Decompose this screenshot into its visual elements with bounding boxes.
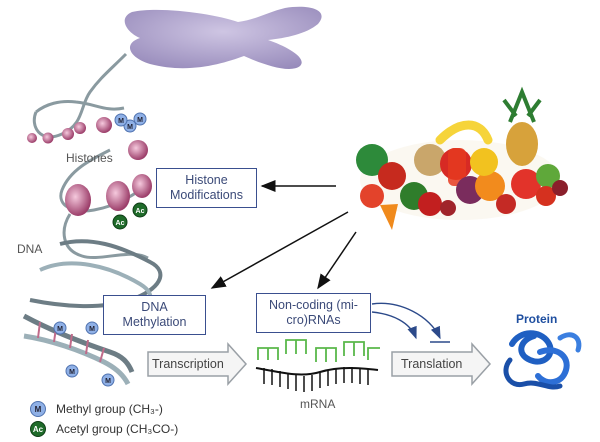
dna-methylation-line2: Methylation <box>122 315 187 329</box>
dna-label: DNA <box>17 242 43 256</box>
legend-methyl: M Methyl group (CH₃-) <box>30 401 163 417</box>
histones-label: Histones <box>66 151 113 165</box>
dna-linker <box>62 213 149 260</box>
translation-arrow-shape <box>391 342 492 386</box>
fruits-vegetables-image <box>356 86 568 230</box>
noncoding-rnas-box: Non-coding (mi- cro)RNAs <box>256 293 371 333</box>
protein-label: Protein <box>516 312 558 326</box>
nucleosome-row <box>27 117 148 160</box>
transcription-arrow-shape <box>147 342 248 386</box>
histone-modifications-line1: Histone <box>185 173 228 187</box>
chromosome <box>124 6 322 69</box>
dna-helix <box>22 239 163 386</box>
ncrna-inhibition-arrows <box>371 302 450 343</box>
transcription-label: Transcription <box>152 357 224 371</box>
methyl-marker-label: M <box>118 118 124 125</box>
mrna-strand <box>255 339 380 392</box>
methyl-legend-icon: M <box>30 401 46 417</box>
methyl-markers: M M M M M M M <box>53 112 147 387</box>
acetyl-legend-icon: Ac <box>30 421 46 437</box>
legend-acetyl-text: Acetyl group (CH₃CO-) <box>56 422 179 436</box>
noncoding-rnas-line1: Non-coding (mi- <box>269 298 358 312</box>
methyl-marker-label: M <box>127 124 133 131</box>
methyl-marker-label: M <box>57 326 63 333</box>
diet-influence-arrows <box>210 180 357 290</box>
acetyl-markers: Ac Ac <box>112 202 148 230</box>
histone-modifications-box: Histone Modifications <box>156 168 257 208</box>
histone-cluster <box>59 148 152 216</box>
dna-methylation-box: DNA Methylation <box>103 295 206 335</box>
methyl-marker-label: M <box>89 326 95 333</box>
acetyl-marker-label: Ac <box>136 208 145 215</box>
protein-structure <box>503 330 582 390</box>
methyl-marker-label: M <box>69 369 75 376</box>
methyl-marker-label: M <box>137 117 143 124</box>
chromatin-fiber <box>32 52 128 139</box>
mrna-label: mRNA <box>300 397 336 411</box>
acetyl-marker-label: Ac <box>116 220 125 227</box>
histone-modifications-line2: Modifications <box>170 188 243 202</box>
methyl-marker-label: M <box>105 378 111 385</box>
translation-label: Translation <box>401 357 463 371</box>
dna-methylation-line1: DNA <box>141 300 168 314</box>
legend-acetyl: Ac Acetyl group (CH₃CO-) <box>30 421 178 437</box>
legend-methyl-text: Methyl group (CH₃-) <box>56 402 163 416</box>
noncoding-rnas-line2: cro)RNAs <box>286 313 341 327</box>
